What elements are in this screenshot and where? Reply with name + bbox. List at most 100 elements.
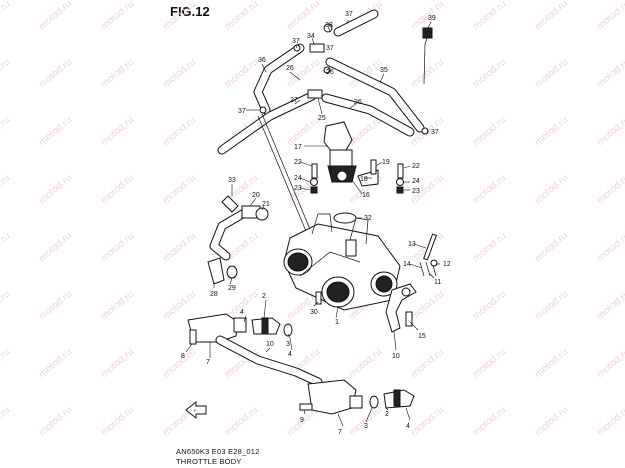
callout-15: 15 xyxy=(418,333,426,340)
clamp-37 xyxy=(421,127,429,135)
callout-37: 37 xyxy=(431,129,439,136)
watermark-text: motod.ru xyxy=(595,0,625,32)
watermark-text: motod.ru xyxy=(161,231,198,265)
watermark-text: motod.ru xyxy=(533,57,570,91)
washer-24 xyxy=(310,178,318,186)
watermark-text: motod.ru xyxy=(595,289,625,323)
bolt-32 xyxy=(221,195,239,213)
callout-22: 22 xyxy=(294,159,302,166)
callout-2: 2 xyxy=(385,411,389,418)
callout-26: 26 xyxy=(354,99,362,106)
watermark-text: motod.ru xyxy=(99,0,136,32)
screw-30 xyxy=(315,291,322,305)
o-ring-31 xyxy=(333,212,357,224)
watermark-text: motod.ru xyxy=(37,115,74,149)
screw-7 xyxy=(189,329,197,345)
watermark-text: motod.ru xyxy=(285,57,322,91)
callout-labels: 39 37 38 37 34 37 36 26 26 35 27 26 25 3… xyxy=(181,11,451,436)
watermark-text: motod.ru xyxy=(595,231,625,265)
watermark-text: motod.ru xyxy=(37,57,74,91)
callout-26: 26 xyxy=(286,65,294,72)
vacuum-hose-34 xyxy=(325,57,425,133)
watermark-text: motod.ru xyxy=(37,347,74,381)
callout-39: 39 xyxy=(428,15,436,22)
watermark-text: motod.ru xyxy=(99,289,136,323)
callout-33: 34 xyxy=(307,33,315,40)
callout-4: 4 xyxy=(288,351,292,358)
watermark-text: motod.ru xyxy=(471,405,508,439)
fuel-pipe-8 xyxy=(215,335,323,387)
throttle-body-1 xyxy=(283,213,401,311)
linkage-rod xyxy=(257,115,309,237)
watermark-text: motod.ru xyxy=(409,289,446,323)
watermark-text: motod.ru xyxy=(471,173,508,207)
watermark-text: motod.ru xyxy=(223,57,260,91)
watermark-text: motod.ru xyxy=(37,405,74,439)
screw-22 xyxy=(397,163,404,179)
callout-23: 23 xyxy=(294,185,302,192)
watermark-text: motod.ru xyxy=(471,0,508,32)
watermark-text: motod.ru xyxy=(595,115,625,149)
watermark-text: motod.ru xyxy=(0,173,12,207)
watermark-text: motod.ru xyxy=(0,115,12,149)
watermark-text: motod.ru xyxy=(471,289,508,323)
vacuum-hose-27 xyxy=(217,91,317,155)
callout-29: 29 xyxy=(228,285,236,292)
three-way-joint-25 xyxy=(307,89,323,99)
screw-22 xyxy=(311,163,318,179)
callout-21: 21 xyxy=(262,201,270,208)
callout-22: 22 xyxy=(412,163,420,170)
callout-23: 23 xyxy=(412,188,420,195)
callout-10: 10 xyxy=(392,353,400,360)
fuel-delivery-pipe-6 xyxy=(187,313,247,343)
callout-35: 36 xyxy=(258,57,266,64)
callout-8: 10 xyxy=(266,341,274,348)
callout-37: 37 xyxy=(292,38,300,45)
watermark-text: motod.ru xyxy=(99,347,136,381)
callout-14: 14 xyxy=(403,261,411,268)
watermark-text: motod.ru xyxy=(471,115,508,149)
watermark-text: motod.ru xyxy=(595,57,625,91)
callout-20: 20 xyxy=(252,192,260,199)
watermark-text: motod.ru xyxy=(533,173,570,207)
callout-4: 4 xyxy=(406,423,410,430)
watermark-text: motod.ru xyxy=(595,405,625,439)
watermark-text: motod.ru xyxy=(0,0,12,32)
front-arrow-icon xyxy=(185,400,207,420)
watermark-text: motod.ru xyxy=(471,231,508,265)
callout-37: 37 xyxy=(238,108,246,115)
watermark-text: motod.ru xyxy=(37,173,74,207)
fuel-injector-2 xyxy=(383,389,415,409)
nut-12 xyxy=(430,259,438,267)
watermark-text: motod.ru xyxy=(161,0,198,32)
watermark-text: motod.ru xyxy=(533,231,570,265)
watermark-text: motod.ru xyxy=(285,115,322,149)
screw-7 xyxy=(299,403,313,411)
callout-32: 33 xyxy=(228,177,236,184)
solenoid-valve-17 xyxy=(323,121,357,183)
callout-6: 7 xyxy=(206,359,210,366)
callout-13: 13 xyxy=(408,241,416,248)
o-ring-29 xyxy=(226,265,238,279)
callout-2: 2 xyxy=(262,293,266,300)
watermark-text: motod.ru xyxy=(37,231,74,265)
callout-7: 9 xyxy=(300,417,304,424)
callout-12: 12 xyxy=(443,261,451,268)
callout-36: 37 xyxy=(345,11,353,18)
watermark-text: motod.ru xyxy=(161,289,198,323)
callout-31: 32 xyxy=(364,215,372,222)
watermark-text: motod.ru xyxy=(533,115,570,149)
watermark-text: motod.ru xyxy=(99,115,136,149)
clamp-38 xyxy=(323,23,333,33)
callout-37: 37 xyxy=(326,45,334,52)
screw-19 xyxy=(370,159,377,175)
callout-5: 7 xyxy=(338,429,342,436)
leader-lines xyxy=(185,19,440,427)
callout-16: 16 xyxy=(362,192,370,199)
watermark-text: motod.ru xyxy=(99,57,136,91)
watermark-text: motod.ru xyxy=(161,57,198,91)
hose-36 xyxy=(333,9,379,37)
watermark-text: motod.ru xyxy=(409,347,446,381)
callout-1: 1 xyxy=(335,319,339,326)
